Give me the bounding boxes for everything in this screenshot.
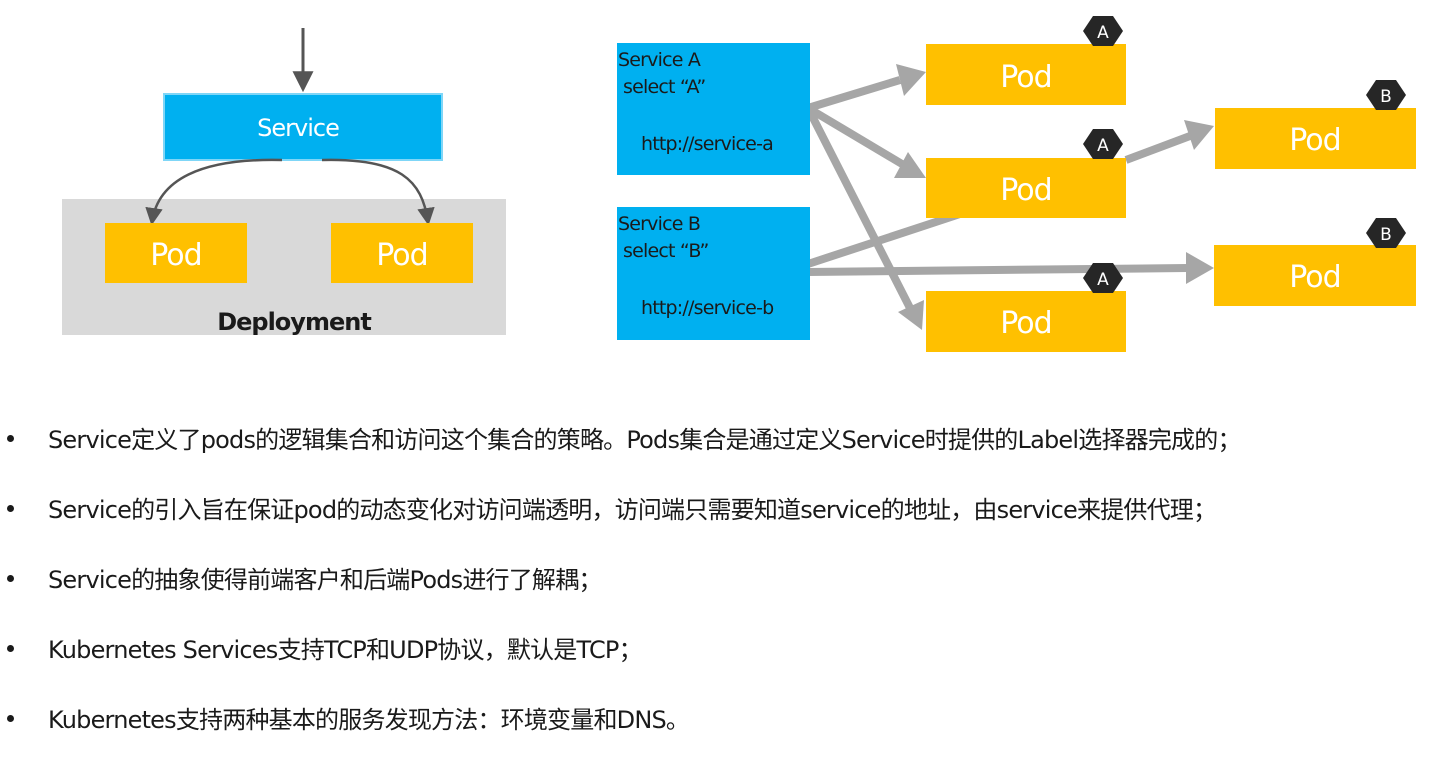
service-label: Service bbox=[257, 114, 339, 142]
arrowhead bbox=[1184, 120, 1214, 150]
bullet-dot-icon bbox=[7, 435, 14, 442]
bullet-item: Kubernetes Services支持TCP和UDP协议，默认是TCP； bbox=[0, 615, 1447, 685]
pod-a1-box bbox=[926, 44, 1126, 105]
bullet-item: Service定义了pods的逻辑集合和访问这个集合的策略。Pods集合是通过定… bbox=[0, 405, 1447, 475]
bullet-dot-icon bbox=[7, 505, 14, 512]
label-a-badge-icon: A bbox=[1083, 16, 1123, 46]
badge-label: A bbox=[1097, 23, 1109, 43]
bullet-text: Service的抽象使得前端客户和后端Pods进行了解耦； bbox=[48, 566, 602, 594]
service-b-url: http://service-b bbox=[641, 297, 774, 319]
left-diagram: Deployment Service Pod Pod bbox=[62, 28, 506, 336]
badge-label: B bbox=[1380, 225, 1392, 245]
service-b-title: Service B bbox=[618, 213, 700, 235]
service-b-selector: select “B” bbox=[623, 240, 709, 262]
bullet-item: Service的抽象使得前端客户和后端Pods进行了解耦； bbox=[0, 545, 1447, 615]
arrow-service-b-to-pod-b1-tail bbox=[1124, 132, 1192, 164]
label-a-badge-icon: A bbox=[1083, 129, 1123, 159]
label-b-badge-icon: B bbox=[1366, 80, 1406, 110]
bullet-dot-icon bbox=[7, 715, 14, 722]
arrow-service-b-to-pod-b1 bbox=[806, 210, 962, 268]
bullet-dot-icon bbox=[7, 575, 14, 582]
bullet-item: Kubernetes支持两种基本的服务发现方法：环境变量和DNS。 bbox=[0, 685, 1447, 755]
bullet-text: Kubernetes Services支持TCP和UDP协议，默认是TCP； bbox=[48, 636, 643, 664]
label-b-badge-icon: B bbox=[1366, 218, 1406, 248]
pod-box bbox=[105, 223, 247, 283]
label-a-badge-icon: A bbox=[1083, 263, 1123, 293]
arrowhead bbox=[894, 152, 926, 178]
service-a-selector: select “A” bbox=[623, 76, 705, 98]
service-a-url: http://service-a bbox=[641, 133, 773, 155]
badge-label: A bbox=[1097, 270, 1109, 290]
deployment-label: Deployment bbox=[217, 308, 371, 336]
bullet-item: Service的引入旨在保证pod的动态变化对访问端透明，访问端只需要知道ser… bbox=[0, 475, 1447, 545]
arrow-service-b-to-pod-b2 bbox=[807, 264, 1189, 276]
pod-b2-label: Pod bbox=[1289, 260, 1340, 295]
bullet-text: Kubernetes支持两种基本的服务发现方法：环境变量和DNS。 bbox=[48, 706, 690, 734]
badge-label: A bbox=[1097, 136, 1109, 156]
pod-a3-label: Pod bbox=[1000, 306, 1051, 341]
bullet-list: Service定义了pods的逻辑集合和访问这个集合的策略。Pods集合是通过定… bbox=[0, 405, 1447, 755]
service-a-title: Service A bbox=[618, 49, 701, 71]
selector-arrows bbox=[804, 64, 1214, 330]
pod-a3-box bbox=[926, 291, 1126, 352]
arrow-service-a-to-pod-a2 bbox=[805, 104, 905, 168]
pod-b2-box bbox=[1214, 245, 1416, 306]
bullet-text: Service定义了pods的逻辑集合和访问这个集合的策略。Pods集合是通过定… bbox=[48, 426, 1241, 454]
arrow-service-a-to-pod-a1 bbox=[806, 76, 902, 112]
right-diagram: Service A select “A” http://service-a Se… bbox=[617, 16, 1416, 352]
bullet-text: Service的引入旨在保证pod的动态变化对访问端透明，访问端只需要知道ser… bbox=[48, 496, 1217, 524]
service-a-box bbox=[617, 43, 810, 175]
service-diagrams: Deployment Service Pod Pod bbox=[62, 16, 1416, 352]
bullet-dot-icon bbox=[7, 645, 14, 652]
pod-label: Pod bbox=[376, 238, 427, 273]
arrowhead bbox=[896, 64, 926, 96]
pod-a2-label: Pod bbox=[1000, 173, 1051, 208]
arrowhead bbox=[898, 300, 924, 330]
pod-box bbox=[331, 223, 473, 283]
pod-label: Pod bbox=[150, 238, 201, 273]
pod-b1-label: Pod bbox=[1289, 123, 1340, 158]
pod-a1-label: Pod bbox=[1000, 60, 1051, 95]
pod-b1-box bbox=[1215, 108, 1416, 169]
service-to-pod-left-arrow bbox=[145, 158, 283, 226]
service-to-pod-right-arrow bbox=[321, 158, 435, 226]
service-b-box bbox=[617, 207, 810, 340]
arrowhead bbox=[1186, 252, 1214, 284]
badge-label: B bbox=[1380, 87, 1392, 107]
pod-a2-box bbox=[926, 158, 1126, 218]
service-box bbox=[163, 93, 443, 161]
